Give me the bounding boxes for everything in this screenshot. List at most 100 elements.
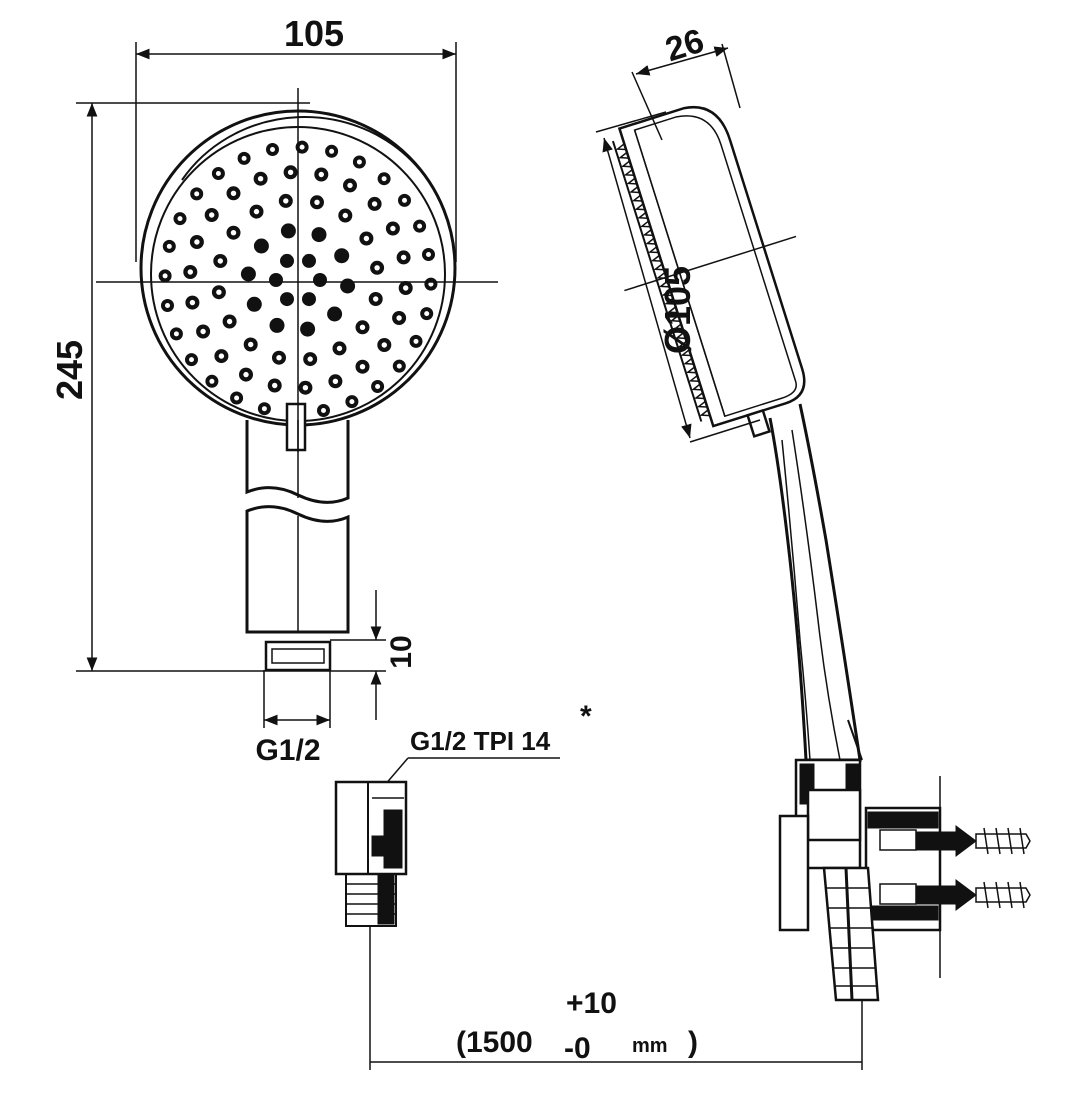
nozzle xyxy=(194,191,200,197)
nozzle xyxy=(313,273,327,287)
nozzle xyxy=(248,341,254,348)
nozzle xyxy=(226,318,233,325)
nozzle xyxy=(402,197,407,203)
nozzle xyxy=(300,321,316,337)
nozzle xyxy=(270,147,275,152)
nozzle xyxy=(209,212,215,218)
nozzle xyxy=(209,378,215,384)
nozzle xyxy=(200,328,206,335)
thread-dimension: G1/2 xyxy=(255,670,331,767)
nozzle xyxy=(403,285,409,291)
nozzle xyxy=(189,299,196,306)
nozzle xyxy=(342,212,348,219)
nozzle xyxy=(216,289,222,295)
nozzle xyxy=(299,144,305,150)
nozzle xyxy=(374,265,380,271)
hose-tolerance-plus: +10 xyxy=(566,987,617,1020)
nozzle xyxy=(280,292,294,307)
nozzle xyxy=(269,273,283,287)
nozzle xyxy=(218,353,225,359)
nozzle xyxy=(349,399,355,405)
hose-thread-mark: * xyxy=(580,700,592,733)
width-label: 105 xyxy=(284,13,344,54)
nozzle xyxy=(359,364,366,370)
nozzle xyxy=(272,382,278,389)
nozzle xyxy=(413,338,419,344)
nozzle xyxy=(165,303,170,308)
nozzle xyxy=(327,306,343,322)
nozzle xyxy=(390,225,396,232)
nozzle xyxy=(177,216,183,222)
nozzle xyxy=(302,292,316,307)
nozzle xyxy=(396,363,402,369)
nozzle xyxy=(426,252,431,257)
connector-length-dimension: 10 xyxy=(330,590,418,720)
diameter-label: Ø105 xyxy=(657,266,698,354)
nozzle xyxy=(276,355,282,361)
nozzle xyxy=(314,199,320,205)
nozzle xyxy=(307,356,313,362)
hose-length-close: ) xyxy=(688,1026,698,1059)
nozzle xyxy=(302,385,309,391)
wall-holder xyxy=(778,758,1031,1002)
hose-thread-label: G1/2 TPI 14 xyxy=(410,726,551,756)
nozzle xyxy=(230,190,237,196)
nozzle xyxy=(217,258,223,264)
hose-unit: mm xyxy=(632,1035,668,1057)
side-view: 26 Ø105 xyxy=(595,22,1031,1002)
shower-head-side xyxy=(611,105,806,438)
nozzle xyxy=(283,198,289,204)
nozzle xyxy=(302,253,316,268)
nozzle-ridge xyxy=(699,409,711,417)
nozzle xyxy=(356,159,362,165)
nozzle xyxy=(234,395,240,401)
nozzle xyxy=(246,296,262,312)
handle-front xyxy=(245,420,350,672)
nozzle xyxy=(396,315,402,321)
depth-label: 26 xyxy=(661,22,709,70)
nozzle xyxy=(189,357,194,363)
nozzle-ridge xyxy=(693,392,705,400)
shower-head-front xyxy=(139,109,457,452)
nozzle xyxy=(287,169,294,175)
thread-label: G1/2 xyxy=(255,734,320,767)
front-view: 105 245 10 G1/2 xyxy=(49,13,498,767)
nozzle xyxy=(269,317,285,333)
nozzle xyxy=(375,384,381,389)
nozzle xyxy=(173,331,179,337)
nozzle xyxy=(257,176,264,182)
nozzle xyxy=(321,408,326,413)
length-dimension: 245 xyxy=(49,102,386,672)
hose-nut-detail: G1/2 TPI 14 * xyxy=(334,700,592,927)
nozzle xyxy=(336,345,343,352)
hose-length-dimension: (1500 +10 -0 mm ) xyxy=(369,926,863,1070)
thread-connector xyxy=(264,640,332,672)
nozzle xyxy=(243,371,249,378)
center-lines xyxy=(96,88,498,452)
nozzle xyxy=(241,155,247,161)
nozzle xyxy=(332,378,339,384)
nozzle xyxy=(400,254,407,261)
nozzle xyxy=(187,269,193,275)
nozzle xyxy=(215,171,221,176)
nozzle xyxy=(253,238,269,254)
nozzle xyxy=(280,253,294,268)
hose-tolerance-minus: -0 xyxy=(564,1032,591,1065)
nozzle xyxy=(381,342,387,348)
nozzle xyxy=(417,223,423,229)
width-dimension: 105 xyxy=(135,13,457,262)
nozzle xyxy=(347,182,353,189)
nozzle xyxy=(373,296,379,302)
nozzle xyxy=(194,239,200,245)
nozzle xyxy=(253,208,260,215)
length-label: 245 xyxy=(49,340,90,400)
nozzle xyxy=(280,223,296,239)
nozzle xyxy=(371,201,378,207)
nozzle xyxy=(311,227,327,243)
nozzle xyxy=(340,278,356,294)
diameter-dimension: Ø105 xyxy=(595,111,761,443)
nozzle xyxy=(334,248,350,264)
nozzle xyxy=(240,266,256,282)
nozzle xyxy=(166,243,172,249)
